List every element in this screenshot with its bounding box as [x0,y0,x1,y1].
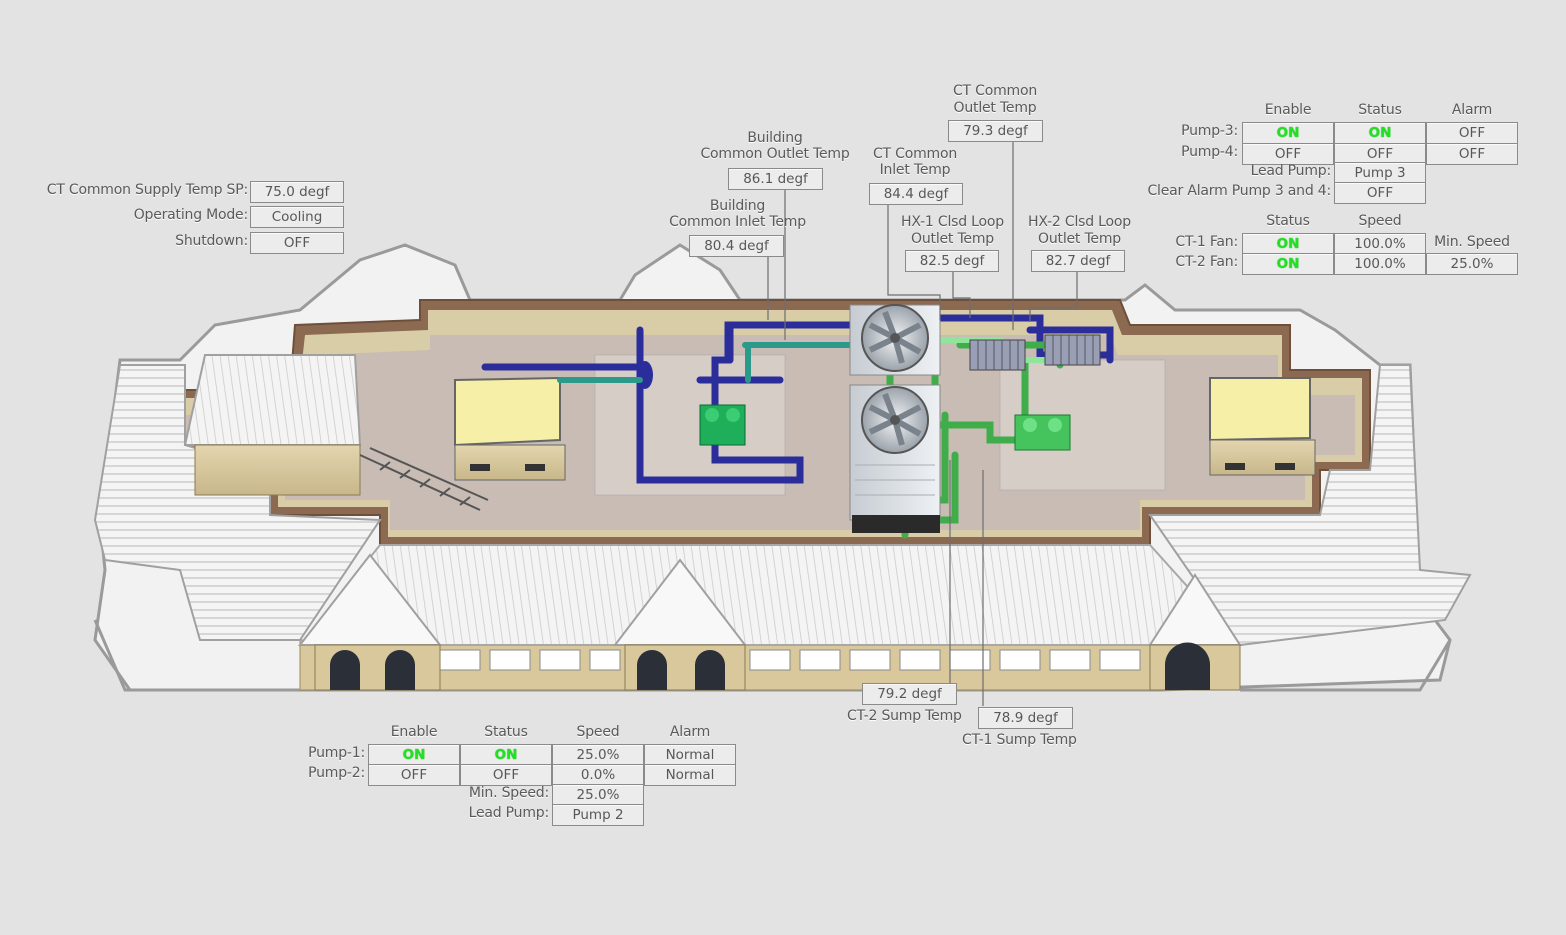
blue-piping [481,314,1114,484]
ct1-fan-speed: 100.0% [1334,233,1426,255]
pump4-enable[interactable]: OFF [1242,143,1334,165]
front-roof [297,544,1243,646]
pump3-alarm: OFF [1426,122,1518,144]
cooling-tower-1 [849,384,941,533]
ct-outlet-title1: CT Common [952,83,1038,99]
p12-lead-pump-field[interactable]: Pump 2 [552,804,644,826]
bldg-outlet-title1: Building [747,130,803,146]
pump-enclosure-left [594,354,786,496]
rooftop-box-right [1209,377,1316,476]
hx2-outlet-title1: HX-2 Clsd Loop [1028,214,1131,230]
fan-header-status: Status [1266,213,1310,229]
pump1-speed: 25.0% [552,744,644,766]
p34-header-enable: Enable [1264,102,1312,118]
ct2-sump-temp-value: 79.2 degf [862,683,957,705]
railing-left [93,619,300,692]
p12-header-enable: Enable [390,724,438,740]
pump3-enable[interactable]: ON [1242,122,1334,144]
p12-min-speed-label: Min. Speed: [468,785,549,801]
shutdown-field[interactable]: OFF [250,232,344,254]
dormer-left [297,553,443,691]
ct-outlet-temp-value: 79.3 degf [948,120,1043,142]
pump4-status: OFF [1334,143,1426,165]
blue-pipe-valve [637,361,653,389]
ct1-fan-label: CT-1 Fan: [1175,234,1238,250]
ct2-fan-status: ON [1242,253,1334,275]
leader-lines [767,140,1078,706]
ct1-sump-temp-label: CT-1 Sump Temp [962,732,1077,748]
p12-header-alarm: Alarm [669,724,711,740]
lead-pump-34-field[interactable]: Pump 3 [1334,162,1426,184]
pump2-enable[interactable]: OFF [368,764,460,786]
hx1-outlet-temp-value: 82.5 degf [905,250,999,272]
pump4-label: Pump-4: [1181,144,1238,160]
ct1-fan-status: ON [1242,233,1334,255]
hx2-outlet-title2: Outlet Temp [1038,231,1121,247]
operating-mode-field[interactable]: Cooling [250,206,344,228]
roof-floor [150,335,1355,530]
pump2-alarm: Normal [644,764,736,786]
pump1-label: Pump-1: [308,745,365,761]
clear-alarm-34-field[interactable]: OFF [1334,182,1426,204]
pump3-status: ON [1334,122,1426,144]
left-cupola-roof [183,354,362,446]
fan-min-speed-field[interactable]: 25.0% [1426,253,1518,275]
ct-inlet-title1: CT Common [872,146,958,162]
hx1-outlet-title1: HX-1 Clsd Loop [901,214,1004,230]
dormer-right [1148,573,1242,691]
pump1-status: ON [460,744,552,766]
left-cupola-wall [194,444,361,496]
p34-header-status: Status [1358,102,1402,118]
dormer-center [612,558,748,691]
ct-supply-sp-field[interactable]: 75.0 degf [250,181,344,203]
rooftop-box-left [454,376,566,481]
pump1-enable[interactable]: ON [368,744,460,766]
pump3-label: Pump-3: [1181,123,1238,139]
operating-mode-label: Operating Mode: [133,207,249,223]
ct2-sump-temp-label: CT-2 Sump Temp [847,708,962,724]
ct2-fan-label: CT-2 Fan: [1175,254,1238,270]
pumps-3-4-group [1014,414,1071,451]
bldg-inlet-temp-value: 80.4 degf [689,235,784,257]
clear-alarm-34-label: Clear Alarm Pump 3 and 4: [1147,183,1331,199]
pump2-label: Pump-2: [308,765,365,781]
p12-header-status: Status [484,724,528,740]
lead-pump-34-label: Lead Pump: [1250,163,1332,179]
railing-right [1240,639,1452,692]
ct1-sump-temp-value: 78.9 degf [978,707,1073,729]
p12-lead-pump-label: Lead Pump: [468,805,550,821]
ct-outlet-title2: Outlet Temp [953,100,1037,116]
ct-supply-sp-label: CT Common Supply Temp SP: [46,182,248,198]
teal-piping [557,342,863,383]
p34-header-alarm: Alarm [1451,102,1493,118]
cooling-tower-2 [849,304,941,376]
hx2-outlet-temp-value: 82.7 degf [1031,250,1125,272]
bldg-inlet-title2: Common Inlet Temp [669,214,806,230]
pump4-alarm: OFF [1426,143,1518,165]
ct2-fan-speed: 100.0% [1334,253,1426,275]
fan-min-speed-label: Min. Speed [1434,234,1510,250]
bldg-outlet-temp-value: 86.1 degf [728,168,823,190]
p12-header-speed: Speed [576,724,620,740]
shutdown-label: Shutdown: [175,233,248,249]
hx1-outlet-title2: Outlet Temp [911,231,994,247]
fan-header-speed: Speed [1358,213,1402,229]
pump2-status: OFF [460,764,552,786]
facade-windows [439,649,1141,671]
pump1-alarm: Normal [644,744,736,766]
bldg-inlet-title1: Building [709,198,766,214]
p12-min-speed-field[interactable]: 25.0% [552,784,644,806]
left-wing-roof [93,364,382,641]
pumps-1-2-group [699,404,746,446]
ct-inlet-temp-value: 84.4 degf [869,183,963,205]
right-wing-roof [1148,364,1472,647]
ct-inlet-title2: Inlet Temp [879,162,951,178]
roof-stairs [359,447,489,511]
heat-exchangers [969,334,1101,371]
pump2-speed: 0.0% [552,764,644,786]
bldg-outlet-title2: Common Outlet Temp [700,146,850,162]
